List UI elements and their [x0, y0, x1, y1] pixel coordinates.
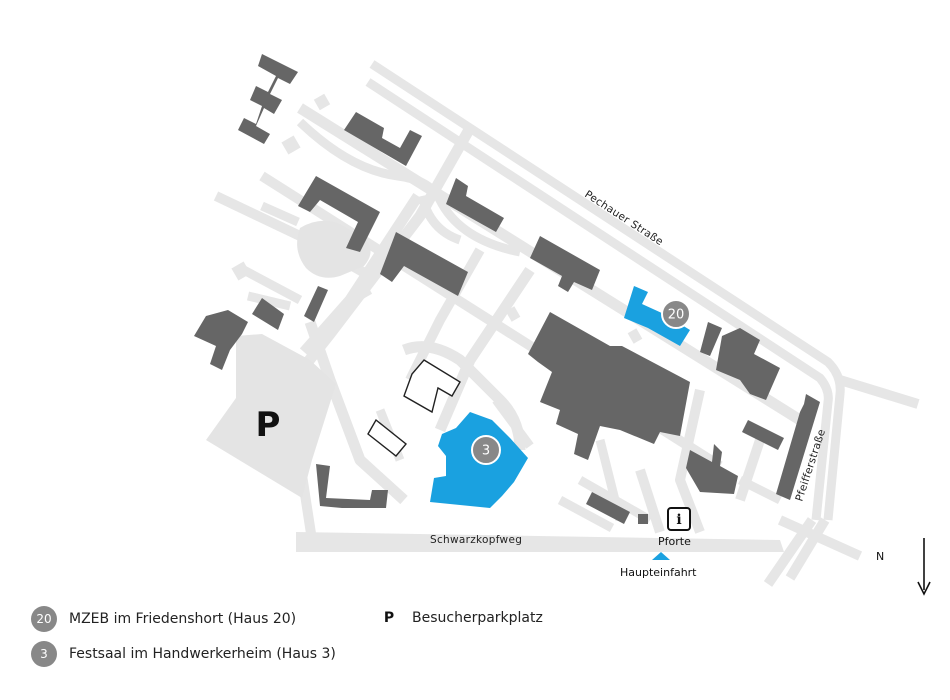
label-pforte: Pforte: [658, 535, 691, 548]
legend-symbol-parking: P: [383, 610, 395, 626]
outlined-building-1: [403, 359, 461, 414]
svg-text:i: i: [676, 512, 681, 528]
marker-haus-20[interactable]: 20: [661, 299, 691, 329]
legend-label-haus-20: MZEB im Friedenshort (Haus 20): [69, 611, 297, 627]
north-label: N: [876, 550, 884, 563]
outlined-building-2: [367, 418, 407, 457]
label-haupteinfahrt: Haupteinfahrt: [620, 566, 697, 579]
legend-item-parking: P Besucherparkplatz: [382, 610, 543, 626]
main-entrance-marker-icon: [652, 552, 670, 560]
street-label-pechauer: Pechauer Straße: [582, 188, 665, 248]
legend-badge-haus-20: 20: [31, 606, 57, 632]
legend-label-haus-3: Festsaal im Handwerkerheim (Haus 3): [69, 646, 336, 662]
info-icon[interactable]: i: [667, 507, 691, 531]
legend-badge-haus-3: 3: [31, 641, 57, 667]
north-arrow-icon: [917, 538, 931, 596]
legend-item-haus-20: 20 MZEB im Friedenshort (Haus 20): [31, 606, 296, 632]
legend-item-haus-3: 3 Festsaal im Handwerkerheim (Haus 3): [31, 641, 336, 667]
building-haus-20: [624, 286, 690, 346]
street-label-schwarzkopf: Schwarzkopfweg: [430, 534, 522, 546]
parking-symbol: P: [256, 405, 281, 445]
buildings: [194, 54, 820, 524]
visitor-parking-lot: [206, 334, 336, 498]
legend-label-parking: Besucherparkplatz: [412, 610, 543, 626]
marker-haus-3-label: 3: [482, 444, 490, 459]
marker-haus-3[interactable]: 3: [471, 435, 501, 465]
marker-haus-20-label: 20: [668, 308, 685, 323]
